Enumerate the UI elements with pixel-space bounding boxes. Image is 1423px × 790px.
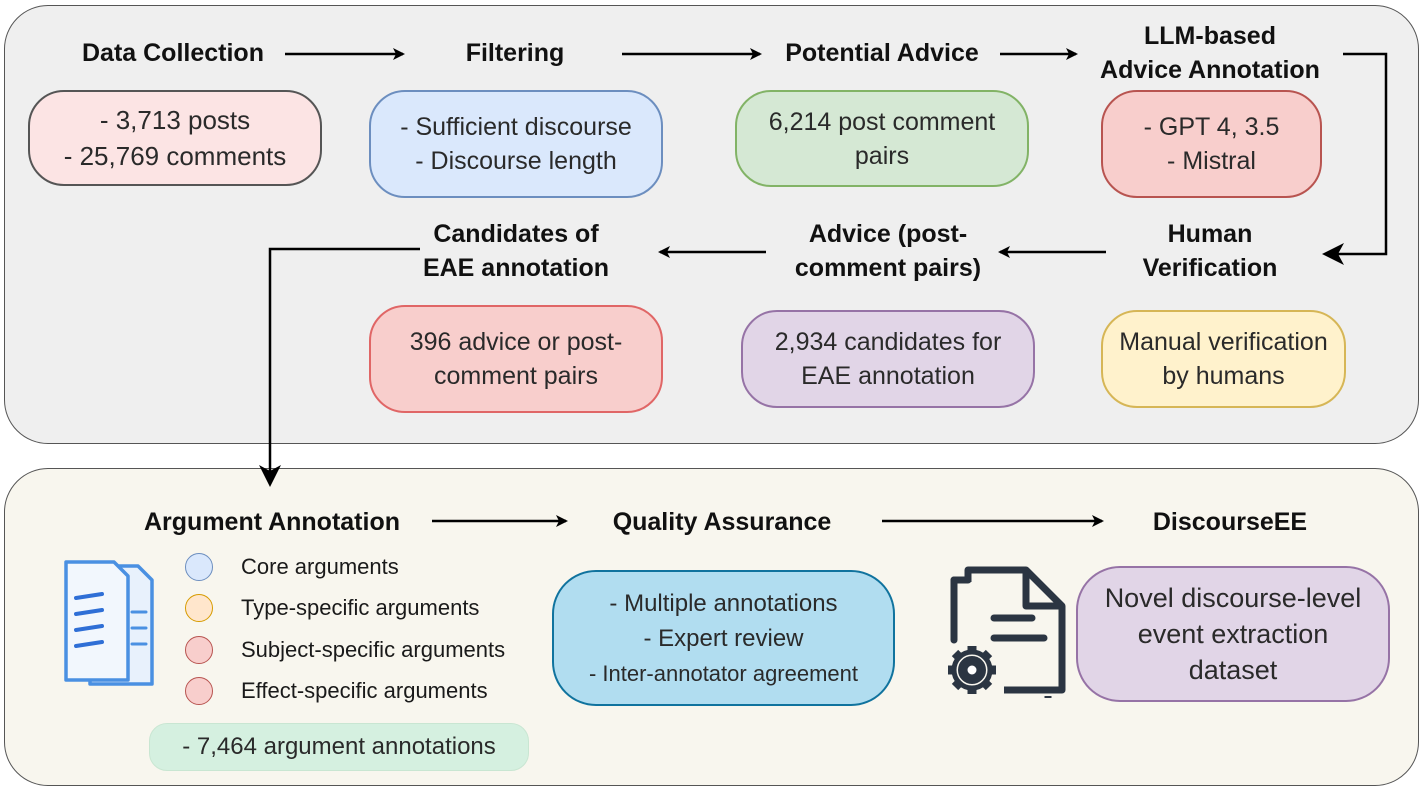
box-advice-pairs: 2,934 candidates for EAE annotation (741, 310, 1035, 408)
box-quality-assurance: - Multiple annotations - Expert review -… (552, 570, 895, 706)
legend-dot-type (185, 594, 213, 622)
document-gear-icon (948, 566, 1066, 698)
heading-discourseee: DiscourseEE (1152, 508, 1308, 536)
legend-item-core: Core arguments (185, 553, 399, 581)
box-annotation-count: - 7,464 argument annotations (149, 723, 529, 771)
legend-label-type: Type-specific arguments (241, 595, 480, 620)
heading-argument-annotation: Argument Annotation (144, 508, 400, 536)
heading-filtering: Filtering (465, 39, 565, 67)
arrow-eae-to-argument (259, 247, 420, 487)
heading-quality-assurance: Quality Assurance (612, 508, 832, 536)
legend-label-effect: Effect-specific arguments (241, 678, 488, 703)
box-dataset: Novel discourse-level event extraction d… (1076, 566, 1390, 702)
legend-item-effect: Effect-specific arguments (185, 677, 488, 705)
documents-icon (64, 560, 154, 686)
heading-eae-candidates: Candidates of EAE annotation (422, 220, 610, 282)
box-llm-annotation: - GPT 4, 3.5 - Mistral (1101, 90, 1322, 198)
heading-human-verification: Human Verification (1142, 220, 1278, 282)
heading-data-collection: Data Collection (82, 39, 264, 67)
legend-dot-effect (185, 677, 213, 705)
heading-potential-advice: Potential Advice (785, 39, 979, 67)
legend-dot-subject (185, 636, 213, 664)
box-data-collection: - 3,713 posts - 25,769 comments (28, 90, 322, 186)
box-potential-advice: 6,214 post comment pairs (735, 90, 1029, 187)
legend-item-subject: Subject-specific arguments (185, 636, 505, 664)
legend-item-type: Type-specific arguments (185, 594, 479, 622)
box-human-verification: Manual verification by humans (1101, 310, 1346, 408)
arrow-llm-to-human (1322, 52, 1388, 265)
heading-llm-annotation: LLM-based Advice Annotation (1100, 22, 1320, 84)
legend-label-subject: Subject-specific arguments (241, 637, 506, 662)
box-filtering: - Sufficient discourse - Discourse lengt… (369, 90, 663, 198)
legend-label-core: Core arguments (241, 554, 399, 579)
legend-dot-core (185, 553, 213, 581)
heading-advice-pairs: Advice (post- comment pairs) (794, 220, 982, 282)
box-eae-candidates: 396 advice or post- comment pairs (369, 305, 663, 413)
